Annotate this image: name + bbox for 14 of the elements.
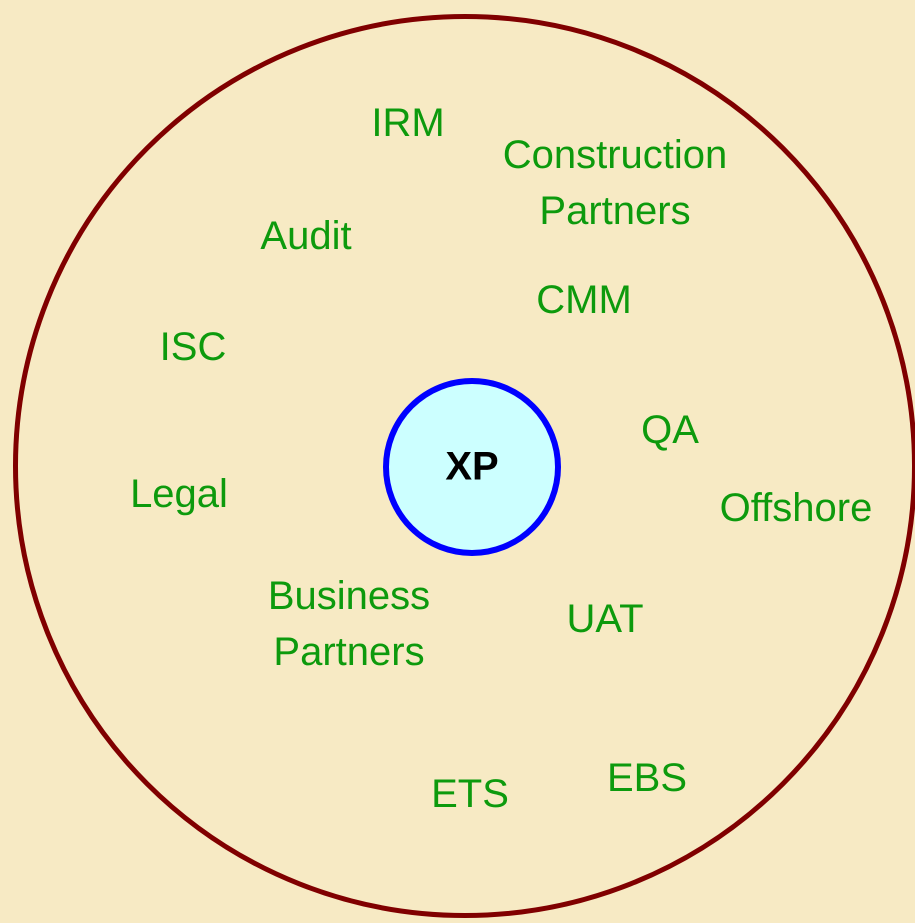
group-label: ISC (160, 324, 226, 371)
group-label: Offshore (720, 485, 872, 532)
group-label: Legal (130, 471, 228, 518)
group-label: Construction Partners (502, 132, 728, 235)
group-label: ETS (431, 771, 509, 818)
node-label: XP (445, 444, 499, 490)
group-label: EBS (606, 755, 688, 802)
group-label: QA (641, 407, 699, 454)
outer-circle (13, 14, 915, 918)
group-label: Business Partners (266, 573, 432, 676)
group-label: Audit (260, 213, 352, 260)
group-label: UAT (566, 596, 644, 643)
group-label: IRM (371, 100, 445, 147)
group-label: CMM (536, 277, 632, 324)
